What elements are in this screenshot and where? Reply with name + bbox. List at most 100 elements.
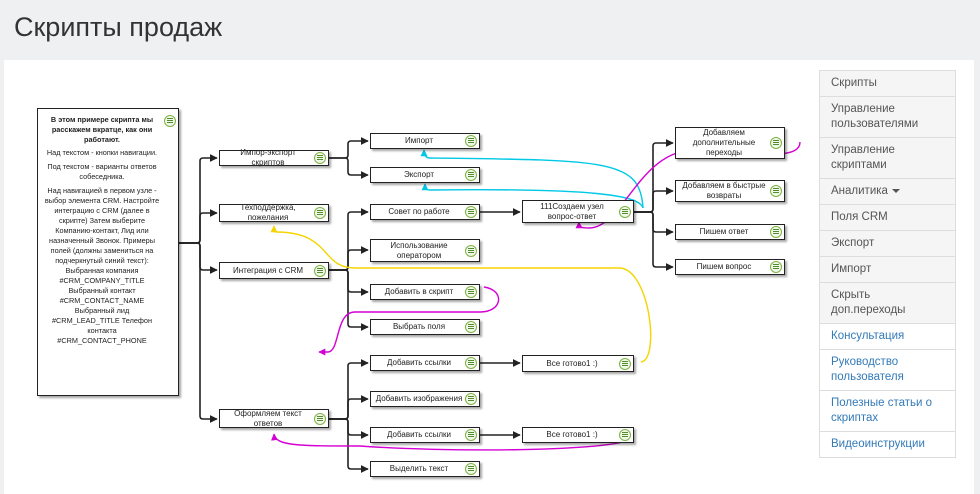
edge-format-images bbox=[329, 395, 369, 420]
edge-crm-fields bbox=[329, 269, 369, 331]
menu-icon[interactable] bbox=[465, 169, 477, 181]
menu-icon[interactable] bbox=[314, 207, 326, 219]
menu-icon[interactable] bbox=[465, 244, 477, 257]
sidebar-item-label: Консультация bbox=[831, 330, 905, 342]
sidebar-item-label: Видеоинструкции bbox=[831, 438, 925, 450]
node-label: Пишем вопрос bbox=[696, 262, 752, 271]
edge-intro-import-export bbox=[179, 154, 218, 244]
sidebar-item-label: Полезные статьи о скриптах bbox=[831, 397, 933, 424]
node-label: Добавляем в быстрые возвраты bbox=[682, 181, 766, 200]
menu-icon[interactable] bbox=[465, 463, 477, 475]
node-label: Все готово1 :) bbox=[546, 430, 598, 439]
menu-icon[interactable] bbox=[465, 321, 477, 333]
sidebar-item-label: Управление пользователями bbox=[831, 103, 919, 130]
sidebar-item-user-management[interactable]: Управление пользователями bbox=[820, 97, 955, 138]
sidebar-item-export[interactable]: Экспорт bbox=[820, 231, 955, 257]
sidebar-item-label: Руководство пользователя bbox=[831, 356, 904, 383]
link-magenta-ready2 bbox=[271, 433, 630, 451]
menu-icon[interactable] bbox=[314, 412, 326, 425]
node-export[interactable]: Экспорт bbox=[370, 167, 480, 183]
sidebar-item-analytics[interactable]: Аналитика bbox=[820, 179, 955, 205]
menu-icon[interactable] bbox=[465, 393, 477, 405]
link-cyan-to-import bbox=[420, 149, 644, 209]
node-label: Выделить текст bbox=[389, 464, 449, 473]
menu-icon[interactable] bbox=[619, 205, 631, 218]
sidebar-item-label: Скрипты bbox=[831, 77, 877, 89]
node-write-answer[interactable]: Пишем ответ bbox=[675, 224, 785, 240]
sidebar-menu: Скрипты Управление пользователями Управл… bbox=[819, 70, 956, 458]
sidebar-item-label: Скрыть доп.переходы bbox=[831, 289, 906, 316]
menu-icon[interactable] bbox=[770, 185, 782, 197]
menu-icon[interactable] bbox=[619, 357, 631, 370]
node-label: Добавить в скрипт bbox=[384, 287, 454, 296]
node-operator-use[interactable]: Использование оператором bbox=[370, 239, 480, 262]
node-all-ready-1[interactable]: Все готово1 :) bbox=[522, 355, 634, 372]
intro-bold-text: В этом примере скрипта мы расскажем вкра… bbox=[50, 115, 154, 144]
node-advice[interactable]: Совет по работе bbox=[370, 204, 480, 220]
menu-icon[interactable] bbox=[770, 261, 782, 273]
node-label: Пишем ответ bbox=[699, 227, 749, 236]
sidebar-item-label: Экспорт bbox=[831, 237, 875, 249]
node-write-question[interactable]: Пишем вопрос bbox=[675, 259, 785, 275]
menu-icon[interactable] bbox=[465, 429, 477, 441]
sidebar-item-label: Управление скриптами bbox=[831, 144, 895, 171]
node-label: Выбрать поля bbox=[392, 322, 446, 331]
node-create-qa[interactable]: 111Создаем узел вопрос-ответ bbox=[522, 200, 634, 223]
node-select-fields[interactable]: Выбрать поля bbox=[370, 319, 480, 335]
node-label: Техподдержка, пожелания bbox=[240, 203, 296, 222]
sidebar-item-scripts[interactable]: Скрипты bbox=[820, 71, 955, 97]
sidebar-item-articles[interactable]: Полезные статьи о скриптах bbox=[820, 391, 955, 432]
node-label: 111Создаем узел вопрос-ответ bbox=[540, 201, 604, 221]
node-label: Добавить изображения bbox=[375, 394, 463, 403]
edge-impexp-import bbox=[329, 137, 369, 159]
node-add-quick[interactable]: Добавляем в быстрые возвраты bbox=[675, 180, 785, 202]
link-yellow-techsupport bbox=[270, 225, 652, 363]
sidebar-item-user-guide[interactable]: Руководство пользователя bbox=[820, 350, 955, 391]
edge-create-quick bbox=[634, 187, 674, 213]
node-add-extra[interactable]: Добавляем дополнительные переходы bbox=[675, 127, 785, 159]
node-import[interactable]: Импорт bbox=[370, 133, 480, 149]
edge-impexp-export bbox=[329, 157, 369, 179]
node-techsupport[interactable]: Техподдержка, пожелания bbox=[219, 203, 329, 222]
page-title: Скрипты продаж bbox=[14, 12, 223, 42]
node-add-images[interactable]: Добавить изображения bbox=[370, 391, 480, 407]
node-import-export[interactable]: Импор-экспорт скриптов bbox=[219, 148, 329, 167]
node-format-text[interactable]: Оформляем текст ответов bbox=[219, 409, 329, 428]
node-label: Все готово1 :) bbox=[546, 358, 598, 368]
node-add-to-script[interactable]: Добавить в скрипт bbox=[370, 284, 480, 300]
node-add-links-2[interactable]: Добавить ссылки bbox=[370, 427, 480, 443]
menu-icon[interactable] bbox=[465, 135, 477, 147]
sidebar-item-consultation[interactable]: Консультация bbox=[820, 324, 955, 350]
edge-intro-format bbox=[179, 242, 218, 423]
menu-icon[interactable] bbox=[314, 264, 326, 277]
node-crm-integration[interactable]: Интеграция с CRM bbox=[219, 262, 329, 279]
intro-line-2: Под текстом - варианты ответов собеседни… bbox=[47, 162, 157, 181]
sidebar-item-label: Импорт bbox=[831, 263, 872, 275]
sidebar-item-crm-fields[interactable]: Поля CRM bbox=[820, 205, 955, 231]
node-intro[interactable]: В этом примере скрипта мы расскажем вкра… bbox=[37, 108, 179, 396]
node-all-ready-2[interactable]: Все готово1 :) bbox=[522, 427, 634, 443]
edge-intro-crm bbox=[179, 242, 218, 274]
menu-icon[interactable] bbox=[164, 115, 176, 127]
menu-icon[interactable] bbox=[770, 226, 782, 238]
node-highlight-text[interactable]: Выделить текст bbox=[370, 461, 480, 477]
sidebar-item-script-management[interactable]: Управление скриптами bbox=[820, 138, 955, 179]
menu-icon[interactable] bbox=[465, 286, 477, 298]
edge-intro-techsupport bbox=[179, 209, 218, 244]
menu-icon[interactable] bbox=[314, 152, 326, 164]
sidebar-item-video[interactable]: Видеоинструкции bbox=[820, 432, 955, 457]
node-label: Добавляем дополнительные переходы bbox=[692, 128, 756, 157]
node-label: Экспорт bbox=[403, 170, 435, 179]
link-magenta-add-script bbox=[318, 286, 500, 356]
node-label: Добавить ссылки bbox=[387, 358, 451, 367]
node-label: Добавить ссылки bbox=[387, 430, 451, 439]
menu-icon[interactable] bbox=[619, 429, 631, 441]
node-add-links-1[interactable]: Добавить ссылки bbox=[370, 355, 480, 371]
sidebar-item-import[interactable]: Импорт bbox=[820, 257, 955, 283]
sidebar-item-hide-extra[interactable]: Скрыть доп.переходы bbox=[820, 283, 955, 324]
menu-icon[interactable] bbox=[465, 206, 477, 218]
node-label: Интеграция с CRM bbox=[232, 265, 304, 275]
menu-icon[interactable] bbox=[465, 357, 477, 369]
menu-icon[interactable] bbox=[770, 137, 782, 149]
